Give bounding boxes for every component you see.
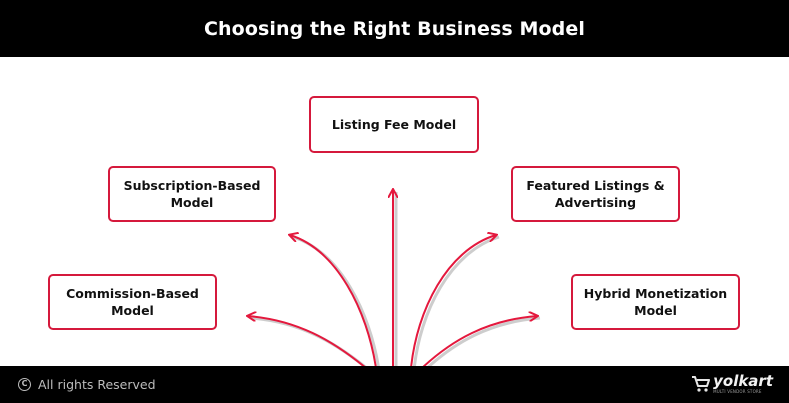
arrow-to-featured — [410, 235, 496, 366]
copyright-icon: C — [18, 378, 31, 391]
brand-name: yolkart — [713, 372, 773, 390]
node-featured-listings-advertising: Featured Listings & Advertising — [511, 166, 680, 222]
arrow-to-subscription — [290, 235, 377, 366]
node-subscription-based-model: Subscription-Based Model — [108, 166, 276, 222]
header-bar: Choosing the Right Business Model — [0, 0, 789, 57]
diagram-canvas: Listing Fee Model Subscription-Based Mod… — [0, 57, 789, 366]
footer-text: All rights Reserved — [38, 377, 156, 392]
cart-icon — [692, 376, 711, 392]
arrows-layer — [0, 57, 541, 366]
node-listing-fee-model: Listing Fee Model — [309, 96, 479, 153]
node-commission-based-model: Commission-Based Model — [48, 274, 217, 330]
brand-tagline: MULTI VENDOR STORE — [713, 389, 762, 394]
footer-bar: C All rights Reserved yolkart MULTI VEND… — [0, 366, 789, 403]
arrow-shadow-right-high — [413, 235, 500, 366]
brand-logo: yolkart MULTI VENDOR STORE — [691, 374, 773, 394]
arrow-shadow-right-low — [427, 316, 541, 366]
arrow-shadow-left-low — [250, 316, 367, 366]
arrow-to-commission — [248, 316, 366, 366]
arrow-to-hybrid — [422, 316, 537, 366]
node-hybrid-monetization-model: Hybrid Monetization Model — [571, 274, 740, 330]
page-title: Choosing the Right Business Model — [204, 17, 585, 40]
